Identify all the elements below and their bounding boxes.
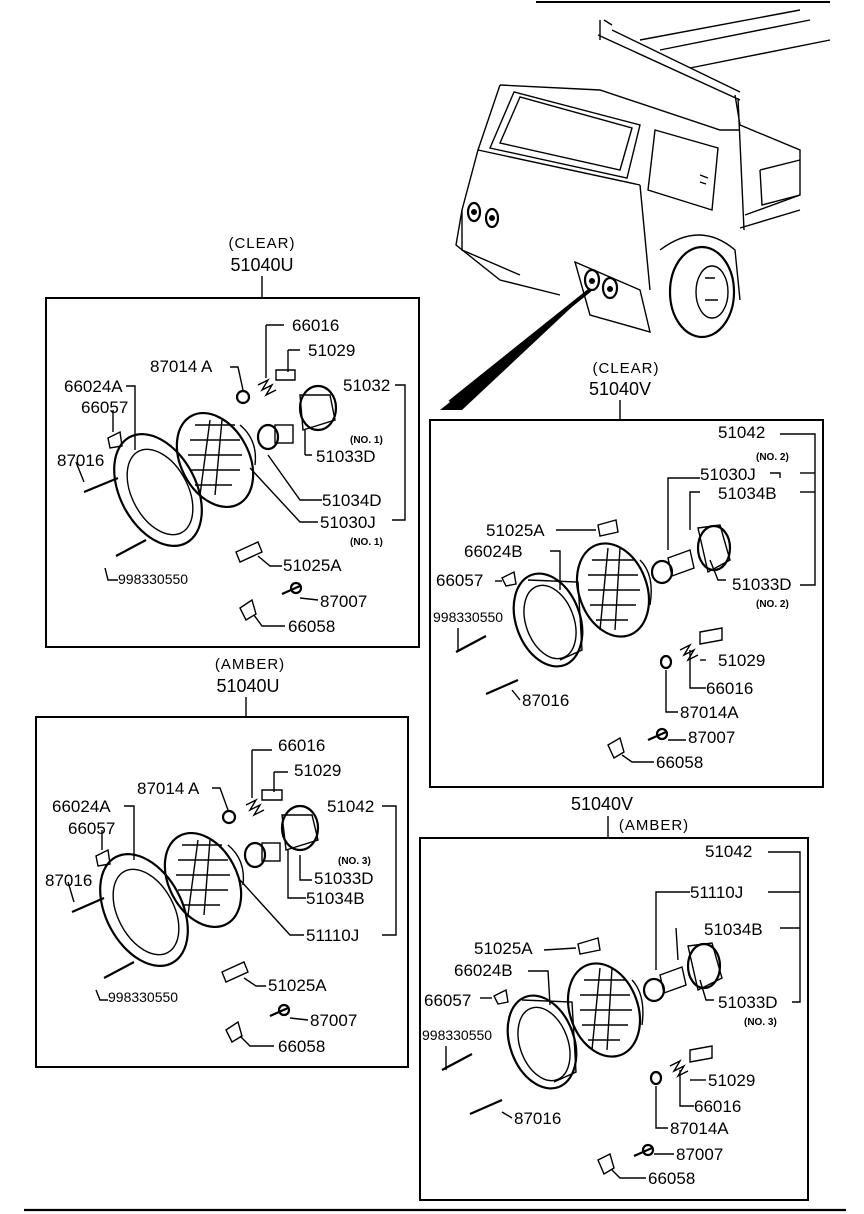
panel-3-label-51110j: 51110J: [306, 926, 359, 945]
panel-2-label-998330550: 998330550: [433, 609, 503, 625]
panel-1-code: 51040U: [230, 255, 293, 275]
panel-3-color: (AMBER): [215, 656, 285, 673]
panel-2-label-66016: 66016: [706, 679, 753, 698]
panel-2-label-51025a: 51025A: [486, 521, 545, 540]
panel-1-label-66058: 66058: [288, 617, 335, 636]
panel-2-label-51029: 51029: [718, 651, 765, 670]
panel-4-label-87007: 87007: [676, 1145, 723, 1164]
panel-2-label-51030j: 51030J: [700, 465, 756, 484]
panel-4-label-51029: 51029: [708, 1071, 755, 1090]
panel-3-label-66024a: 66024A: [52, 797, 111, 816]
panel-4-label-51034b: 51034B: [704, 920, 763, 939]
panel-4-color: (AMBER): [619, 817, 689, 834]
panel-amber-51040u: (AMBER) 51040U: [35, 656, 409, 1068]
panel-2-label-87014a: 87014A: [680, 703, 739, 722]
panel-2-code: 51040V: [589, 379, 651, 399]
panel-2-label-66057: 66057: [436, 571, 483, 590]
panel-1-label-66057: 66057: [81, 398, 128, 417]
panel-2-label-66058: 66058: [656, 753, 703, 772]
panel-3-label-87016: 87016: [45, 871, 92, 890]
panel-4-code: 51040V: [571, 794, 633, 814]
panel-2-color: (CLEAR): [592, 360, 659, 377]
panel-3-label-998330550: 998330550: [108, 989, 178, 1005]
panel-1-note-no1-top: (NO. 1): [350, 435, 383, 446]
panel-4-label-87014a: 87014A: [670, 1119, 729, 1138]
panel-4-label-66024b: 66024B: [454, 961, 513, 980]
panel-3-label-87014a: 87014 A: [137, 779, 200, 798]
panel-2-label-66024b: 66024B: [464, 542, 523, 561]
panel-4-label-51033d: 51033D: [718, 993, 778, 1012]
panel-1-label-51034d: 51034D: [322, 491, 382, 510]
panel-4-label-66016: 66016: [694, 1097, 741, 1116]
panel-3-label-51042: 51042: [327, 797, 374, 816]
panel-4-label-51110j: 51110J: [690, 883, 743, 902]
panel-1-label-87016: 87016: [57, 451, 104, 470]
panel-3-label-51025a: 51025A: [268, 976, 327, 995]
panel-2-label-51033d: 51033D: [732, 575, 792, 594]
panel-4-note-no3: (NO. 3): [744, 1017, 777, 1028]
panel-clear-51040v: (CLEAR) 51040V: [429, 360, 824, 788]
panel-1-note-no1-bottom: (NO. 1): [350, 537, 383, 548]
panel-1-parts: [83, 369, 338, 621]
panel-4-label-51025a: 51025A: [474, 939, 533, 958]
panel-1-label-87007: 87007: [320, 592, 367, 611]
panel-1-color: (CLEAR): [228, 235, 295, 252]
panel-1-label-998330550: 998330550: [118, 571, 188, 587]
panel-3-label-51033d: 51033D: [314, 869, 374, 888]
panel-2-label-87007: 87007: [688, 728, 735, 747]
panel-1-label-51030j: 51030J: [320, 513, 376, 532]
panel-3-label-51029: 51029: [294, 761, 341, 780]
panel-3-parts: [71, 789, 320, 1043]
panel-1-label-51033d: 51033D: [316, 447, 376, 466]
truck-illustration: [440, 9, 831, 410]
panel-3-note-no3: (NO. 3): [338, 856, 371, 867]
panel-2-label-87016: 87016: [522, 691, 569, 710]
panel-3-frame: [35, 716, 409, 1068]
panel-2-frame: [429, 419, 824, 788]
panel-2-note-no2-top: (NO. 2): [756, 452, 789, 463]
panel-1-label-66016: 66016: [292, 316, 339, 335]
panel-4-label-66057: 66057: [424, 991, 471, 1010]
panel-2-note-no2-bottom: (NO. 2): [756, 599, 789, 610]
panel-1-label-87014a: 87014 A: [150, 357, 213, 376]
panel-4-frame: [419, 837, 809, 1201]
panel-4-label-998330550: 998330550: [422, 1027, 492, 1043]
panel-amber-51040v: 51040V (AMBER): [419, 794, 809, 1201]
panel-1-label-51029: 51029: [308, 341, 355, 360]
panel-1-label-66024a: 66024A: [64, 377, 123, 396]
panel-4-label-51042: 51042: [705, 842, 752, 861]
panel-4-label-87016: 87016: [514, 1109, 561, 1128]
panel-3-code: 51040U: [216, 676, 279, 696]
panel-3-label-66057: 66057: [68, 819, 115, 838]
panel-1-label-51032: 51032: [343, 376, 390, 395]
panel-3-label-87007: 87007: [310, 1011, 357, 1030]
panel-1-label-51025a: 51025A: [283, 556, 342, 575]
panel-2-label-51034b: 51034B: [718, 484, 777, 503]
panel-2-label-51042: 51042: [718, 423, 765, 442]
panel-4-label-66058: 66058: [648, 1169, 695, 1188]
panel-3-label-51034b: 51034B: [306, 889, 365, 908]
panel-clear-51040u: (CLEAR) 51040U: [45, 235, 420, 648]
panel-4-parts: [441, 937, 723, 1176]
panel-3-label-66058: 66058: [278, 1037, 325, 1056]
panel-3-label-66016: 66016: [278, 736, 325, 755]
panel-1-frame: [45, 297, 420, 648]
